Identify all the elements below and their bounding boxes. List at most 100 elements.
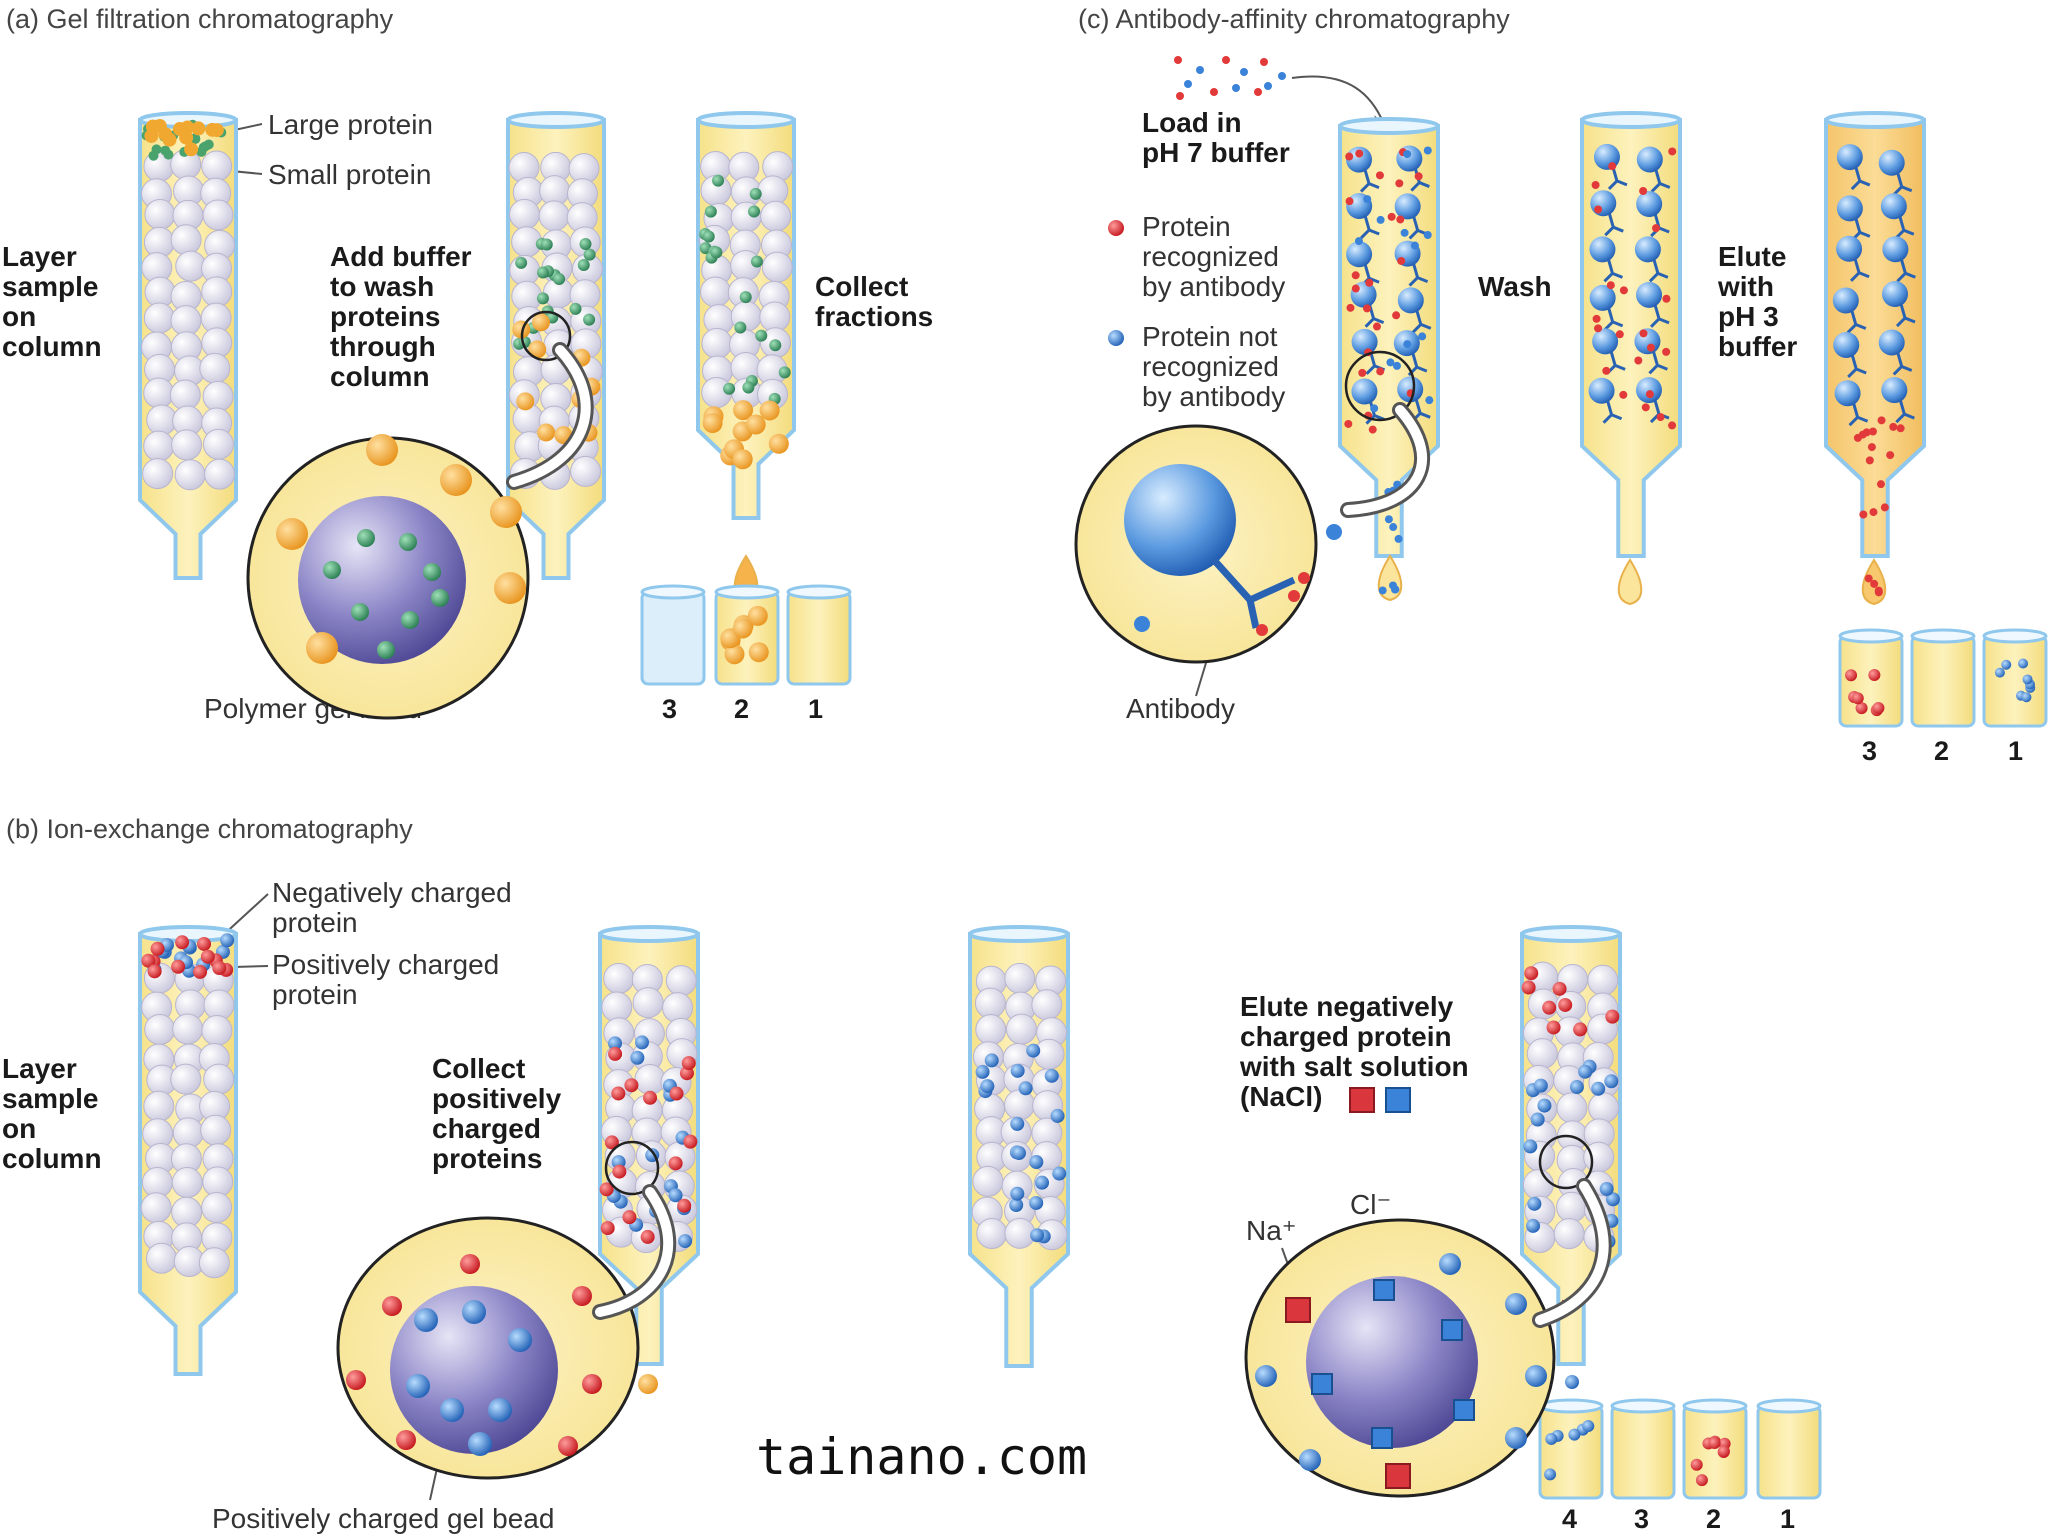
- gel-bead: [201, 1192, 233, 1224]
- neg-line: Negatively charged: [272, 877, 512, 908]
- tube-body: [1610, 1404, 1676, 1500]
- negative-protein: [462, 1300, 486, 1324]
- small-protein: [723, 382, 736, 395]
- zoom-arrow-fill: [1535, 1181, 1609, 1325]
- large-protein: [184, 142, 199, 157]
- antibody-bead: [1588, 377, 1615, 404]
- zoom-circle: [1074, 424, 1342, 664]
- pos-charged-label: Positively charged protein: [272, 949, 499, 1010]
- loaded-protein: [1184, 80, 1192, 88]
- gel-bead: [203, 1063, 235, 1095]
- zoom-arrow-fill: [509, 345, 591, 487]
- gel-bead: [632, 987, 664, 1019]
- blue-protein: [1354, 237, 1363, 246]
- antibody-arms: [1649, 304, 1670, 328]
- gel-bead: [201, 1014, 233, 1046]
- small-protein: [583, 313, 596, 326]
- gel-bead: [142, 458, 174, 490]
- gel-bead: [1587, 964, 1619, 996]
- tube-body: [1756, 1404, 1822, 1500]
- red-protein: [1358, 368, 1367, 377]
- red-protein: [1606, 281, 1615, 290]
- antibody-arms: [1602, 400, 1623, 424]
- positive-protein: [582, 1374, 602, 1394]
- fraction-number: 3: [1634, 1504, 1649, 1534]
- blue-protein: [1134, 616, 1150, 632]
- positive-protein: [683, 1134, 698, 1149]
- fraction-tube: [1682, 1398, 1748, 1500]
- fraction-tube: [1610, 1398, 1676, 1500]
- elute-line: Elute: [1718, 241, 1786, 272]
- red-protein: [1351, 284, 1360, 293]
- antibody-arms: [1603, 307, 1624, 331]
- cl-cube-icon: [1385, 1087, 1411, 1113]
- cl-ion-icon: [1373, 1279, 1395, 1301]
- red-protein: [1376, 367, 1385, 376]
- blue-protein: [1363, 195, 1372, 204]
- layer-sample-label-a: Layer sample on column: [2, 241, 102, 362]
- tube-protein: [1872, 702, 1885, 715]
- gel-bead: [1526, 1038, 1558, 1070]
- positive-protein: [193, 964, 208, 979]
- red-protein: [1414, 172, 1423, 181]
- negative-protein: [1604, 1074, 1619, 1089]
- cl-ion-label: Cl⁻: [1350, 1189, 1391, 1220]
- fraction-numbers-b: 4 3 2 1: [1562, 1504, 1795, 1534]
- positive-protein: [1521, 980, 1536, 995]
- gel-bead: [1004, 1089, 1036, 1121]
- tube-rim: [1538, 1398, 1604, 1414]
- recog-line: recognized: [1142, 241, 1279, 272]
- positive-protein: [558, 1436, 578, 1456]
- gel-bead: [974, 987, 1006, 1019]
- blue-protein: [1403, 150, 1412, 159]
- antibody-arms: [1211, 557, 1296, 629]
- zoom-arrow-fill: [1343, 405, 1428, 515]
- watermark: tainano.com: [756, 1428, 1087, 1486]
- zoom-source-ring: [604, 1140, 660, 1196]
- fraction-number: 2: [1706, 1504, 1721, 1534]
- tube-protein: [2022, 674, 2033, 685]
- antibody-bead: [1834, 380, 1861, 407]
- large-protein-label: Large protein: [268, 109, 433, 140]
- panel-a-title: (a) Gel filtration chromatography: [6, 4, 394, 34]
- small-protein: [151, 144, 162, 155]
- negative-protein: [1044, 1068, 1059, 1083]
- artwork: [138, 56, 2048, 1500]
- small-protein: [734, 321, 747, 334]
- large-protein: [152, 119, 167, 134]
- positive-protein: [622, 1210, 637, 1225]
- small-protein: [553, 273, 566, 286]
- antibody-bead: [1346, 241, 1373, 268]
- loaded-protein: [1196, 66, 1204, 74]
- fraction-tube: [714, 584, 780, 686]
- loaded-protein: [1260, 58, 1268, 66]
- na-cube-icon: [1349, 1087, 1375, 1113]
- blue-protein: [1378, 586, 1387, 595]
- negative-protein: [1050, 1108, 1065, 1123]
- negative-protein: [1010, 1116, 1025, 1131]
- negative-protein: [1439, 1253, 1461, 1275]
- collect-line: charged: [432, 1113, 541, 1144]
- negative-protein: [1505, 1293, 1527, 1315]
- positive-protein: [599, 1182, 614, 1197]
- add-buffer-label: Add buffer to wash proteins through colu…: [330, 241, 472, 392]
- small-protein: [399, 533, 417, 551]
- layer-line: column: [2, 331, 102, 362]
- gel-bead: [145, 1242, 177, 1274]
- positive-protein: [150, 941, 165, 956]
- column-a3: [696, 111, 796, 520]
- positive-protein: [141, 953, 156, 968]
- legend-not-recognized: Protein not recognized by antibody: [1108, 321, 1285, 412]
- add-buffer-line: Add buffer: [330, 241, 472, 272]
- antibody-arms: [1607, 166, 1628, 190]
- negative-protein: [975, 1064, 990, 1079]
- small-protein: [778, 366, 791, 379]
- positive-protein: [572, 1286, 592, 1306]
- tube-body: [1982, 634, 2048, 728]
- fraction-tube: [1838, 628, 1904, 728]
- gel-bead: [603, 962, 635, 994]
- negative-protein: [1009, 1197, 1024, 1212]
- gel-bead: [144, 198, 176, 230]
- positive-protein: [396, 1430, 416, 1450]
- blue-protein: [1418, 332, 1427, 341]
